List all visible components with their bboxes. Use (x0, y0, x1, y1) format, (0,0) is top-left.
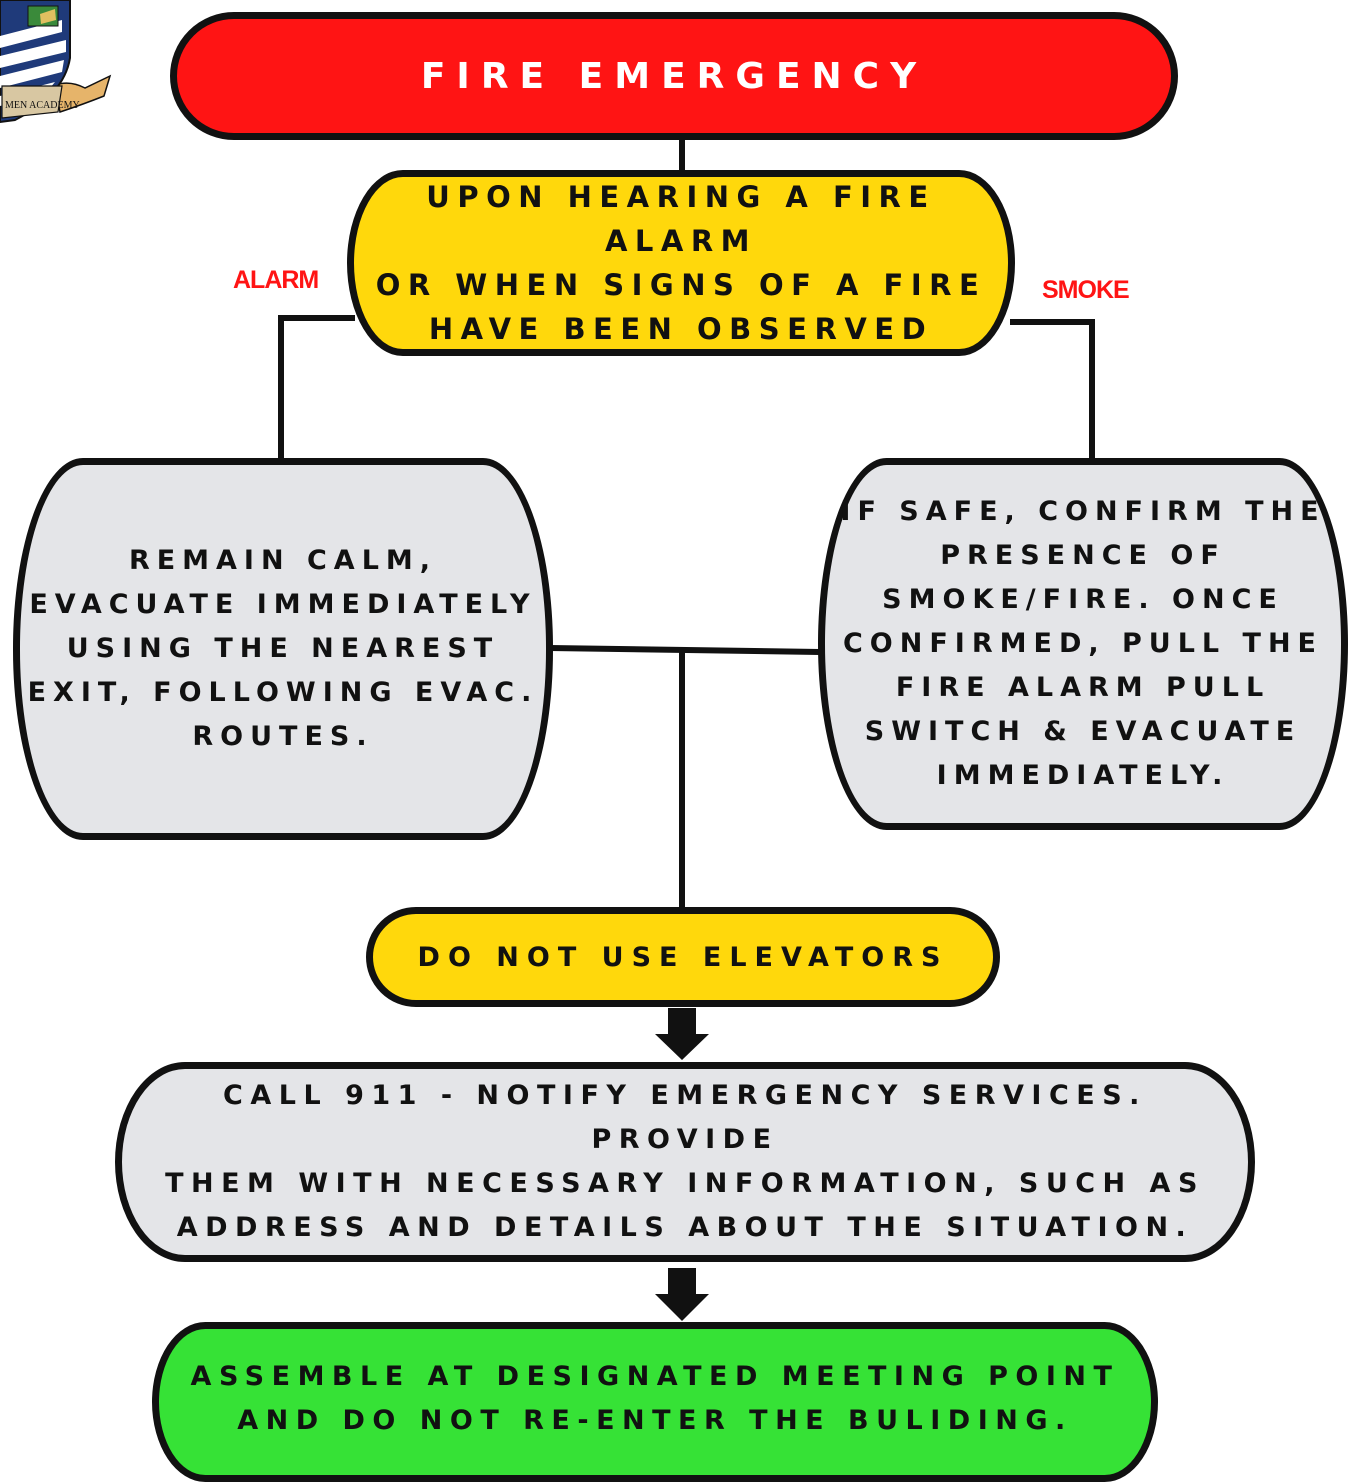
alarm-branch-label: ALARM (233, 266, 319, 294)
call-911-text: CALL 911 - NOTIFY EMERGENCY SERVICES. PR… (122, 1074, 1248, 1250)
alarm-action-line: EXIT, FOLLOWING EVAC. (27, 677, 539, 708)
alarm-action-line: REMAIN CALM, (128, 545, 438, 576)
title-text: FIRE EMERGENCY (421, 56, 927, 97)
alarm-action-text: REMAIN CALM, EVACUATE IMMEDIATELY USING … (28, 539, 539, 759)
alarm-action-line: USING THE NEAREST (66, 633, 500, 664)
smoke-action-line: SMOKE/FIRE. ONCE (882, 584, 1284, 615)
trigger-line: HAVE BEEN OBSERVED (428, 312, 934, 346)
call-911-line: THEM WITH NECESSARY INFORMATION, SUCH AS (165, 1168, 1205, 1199)
no-elevators-text: DO NOT USE ELEVATORS (418, 942, 949, 973)
smoke-action-text: IF SAFE, CONFIRM THE PRESENCE OF SMOKE/F… (840, 490, 1325, 798)
alarm-action-line: EVACUATE IMMEDIATELY (29, 589, 537, 620)
no-elevators-node: DO NOT USE ELEVATORS (366, 907, 1000, 1007)
smoke-action-line: CONFIRMED, PULL THE (842, 628, 1323, 659)
arrow-down-icon (655, 1268, 709, 1321)
trigger-line: UPON HEARING A FIRE ALARM (426, 180, 936, 258)
smoke-action-line: FIRE ALARM PULL (895, 672, 1271, 703)
title-line: FIRE EMERGENCY (420, 55, 928, 97)
connector-alarm-branch (278, 315, 355, 462)
smoke-branch-label: SMOKE (1042, 276, 1130, 304)
call-911-line: ADDRESS AND DETAILS ABOUT THE SITUATION. (176, 1212, 1194, 1243)
smoke-action-line: IF SAFE, CONFIRM THE (840, 496, 1326, 527)
assemble-line: ASSEMBLE AT DESIGNATED MEETING POINT (190, 1361, 1120, 1392)
title-fire-emergency: FIRE EMERGENCY (170, 12, 1178, 140)
trigger-line: OR WHEN SIGNS OF A FIRE (375, 268, 987, 302)
call-911-node: CALL 911 - NOTIFY EMERGENCY SERVICES. PR… (115, 1062, 1255, 1262)
arrow-down-icon (655, 1008, 709, 1060)
smoke-action-line: PRESENCE OF (940, 540, 1226, 571)
alarm-action-line: ROUTES. (192, 721, 374, 752)
trigger-text: UPON HEARING A FIRE ALARM OR WHEN SIGNS … (354, 175, 1008, 351)
alarm-action-node: REMAIN CALM, EVACUATE IMMEDIATELY USING … (13, 458, 553, 840)
smoke-action-line: SWITCH & EVACUATE (864, 716, 1302, 747)
call-911-line: CALL 911 - NOTIFY EMERGENCY SERVICES. PR… (223, 1080, 1147, 1155)
no-elevators-line: DO NOT USE ELEVATORS (417, 941, 949, 973)
smoke-action-line: IMMEDIATELY. (936, 760, 1230, 791)
academy-crest-logo: MEN ACADEMY (0, 0, 112, 124)
trigger-node: UPON HEARING A FIRE ALARM OR WHEN SIGNS … (347, 170, 1015, 356)
smoke-action-node: IF SAFE, CONFIRM THE PRESENCE OF SMOKE/F… (818, 458, 1348, 830)
connector-smoke-branch (1010, 319, 1095, 462)
crest-ribbon-text: MEN ACADEMY (5, 100, 80, 111)
assemble-text: ASSEMBLE AT DESIGNATED MEETING POINT AND… (191, 1355, 1120, 1443)
assemble-node: ASSEMBLE AT DESIGNATED MEETING POINT AND… (152, 1322, 1158, 1482)
assemble-line: AND DO NOT RE-ENTER THE BULIDING. (237, 1405, 1073, 1436)
